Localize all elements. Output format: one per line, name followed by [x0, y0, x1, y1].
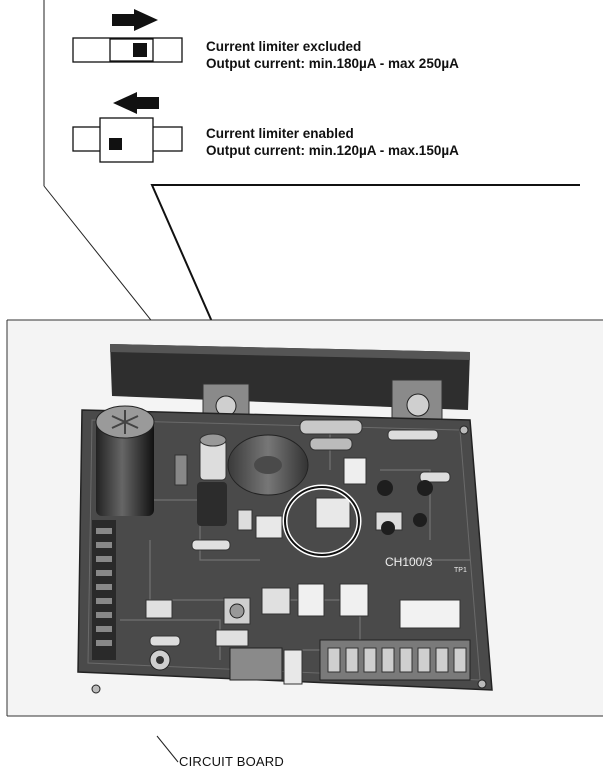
- excluded-line1: Current limiter excluded: [206, 39, 362, 54]
- circuit-board-illustration: CH100/3 TP1: [77, 344, 493, 694]
- switch-enabled-diagram: [72, 92, 183, 163]
- arrow-left-icon: [113, 92, 159, 114]
- tp1-label: TP1: [454, 567, 467, 574]
- board-silkscreen-label: CH100/3: [385, 555, 433, 569]
- enabled-line2: Output current: min.120µA - max.150µA: [206, 143, 459, 158]
- enabled-line1: Current limiter enabled: [206, 126, 354, 141]
- enabled-label: Current limiter enabled Output current: …: [206, 125, 459, 159]
- arrow-right-icon: [112, 9, 158, 31]
- caption-pointer-line: [156, 735, 179, 763]
- switch-knob: [109, 138, 122, 150]
- heat-sink: [110, 344, 470, 410]
- switch-knob: [133, 43, 147, 57]
- excluded-line2: Output current: min.180µA - max 250µA: [206, 56, 459, 71]
- circuit-board-caption: CIRCUIT BOARD: [179, 754, 284, 769]
- excluded-label: Current limiter excluded Output current:…: [206, 38, 459, 72]
- switch-excluded-diagram: [72, 9, 183, 63]
- switch-slider: [99, 117, 154, 163]
